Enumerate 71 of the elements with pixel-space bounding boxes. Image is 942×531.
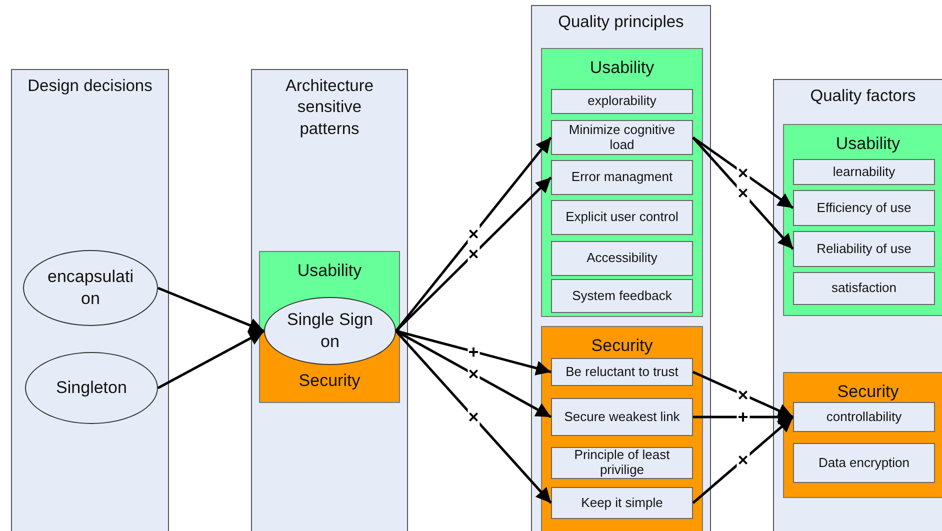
arrow <box>693 410 793 424</box>
node-label: explorability <box>586 94 658 109</box>
node-label: Efficiency of use <box>816 200 912 216</box>
arrow <box>395 330 552 418</box>
arrow <box>692 136 794 250</box>
node-label: Usability <box>834 133 902 155</box>
column-panel <box>531 5 711 531</box>
item-box <box>793 443 935 483</box>
item-box <box>793 231 935 267</box>
node-label: Security <box>298 370 362 392</box>
edge-label: × <box>467 225 480 244</box>
edge-label: × <box>467 408 480 426</box>
node-label: Data encryption <box>817 456 911 470</box>
item-box <box>551 200 693 235</box>
node-label: Design decisions <box>26 76 154 97</box>
arrow <box>158 286 264 332</box>
item-box <box>551 487 693 519</box>
node-label: Quality factors <box>809 86 917 107</box>
node-label: Accessibility <box>586 251 658 266</box>
column-panel <box>773 79 942 531</box>
node-label: satisfaction <box>830 281 898 296</box>
node-label: Be reluctant to trust <box>564 364 680 380</box>
node-label: Reliability of use <box>816 242 912 256</box>
node-label: Quality principles <box>557 12 685 33</box>
item-box <box>551 89 693 114</box>
column-panel <box>11 69 169 531</box>
item-box <box>793 272 935 305</box>
node-label: System feedback <box>571 288 673 304</box>
arrow <box>396 330 552 376</box>
node-label: controllability <box>825 410 903 424</box>
item-box <box>551 398 693 436</box>
arrow <box>692 370 794 418</box>
arrow <box>692 416 794 504</box>
edge-label: × <box>736 184 750 202</box>
item-box <box>551 241 693 276</box>
category-box <box>541 326 703 531</box>
item-box <box>551 120 693 155</box>
item-box <box>551 279 693 313</box>
column-panel <box>251 69 408 531</box>
edge-label: × <box>736 451 750 469</box>
item-box <box>551 447 693 479</box>
item-box <box>793 159 935 185</box>
item-box <box>551 358 693 386</box>
arrow <box>395 136 552 332</box>
node-label: Usability <box>588 57 656 79</box>
node-label: learnability <box>832 164 896 180</box>
node-label: Usability <box>296 260 363 282</box>
arrow <box>395 330 552 504</box>
node-label: Principle of least privilige <box>573 448 671 478</box>
arrow <box>157 330 265 390</box>
category-box <box>783 372 942 498</box>
item-box <box>551 160 693 195</box>
node-label: encapsulation <box>46 266 134 310</box>
category-box <box>541 48 703 317</box>
node-label: Security <box>590 335 654 357</box>
node-label: Single Sign on <box>286 308 374 353</box>
category-box <box>783 124 942 316</box>
node-label: Error managment <box>570 170 674 185</box>
node-label: Architecture sensitive patterns <box>284 76 375 140</box>
arrow <box>395 176 552 332</box>
edge-label: × <box>736 164 750 182</box>
node-label: Secure weakest link <box>563 410 681 424</box>
node-label: Explicit user control <box>564 210 680 225</box>
node-label: Singleton <box>55 376 128 399</box>
edge-label: × <box>467 245 480 264</box>
node-label: Minimize cognitive load <box>568 122 676 152</box>
node-label: Keep it simple <box>580 496 664 510</box>
item-box <box>793 190 935 226</box>
arrow <box>692 136 794 210</box>
item-box <box>793 402 935 432</box>
node-label: Security <box>836 381 900 403</box>
